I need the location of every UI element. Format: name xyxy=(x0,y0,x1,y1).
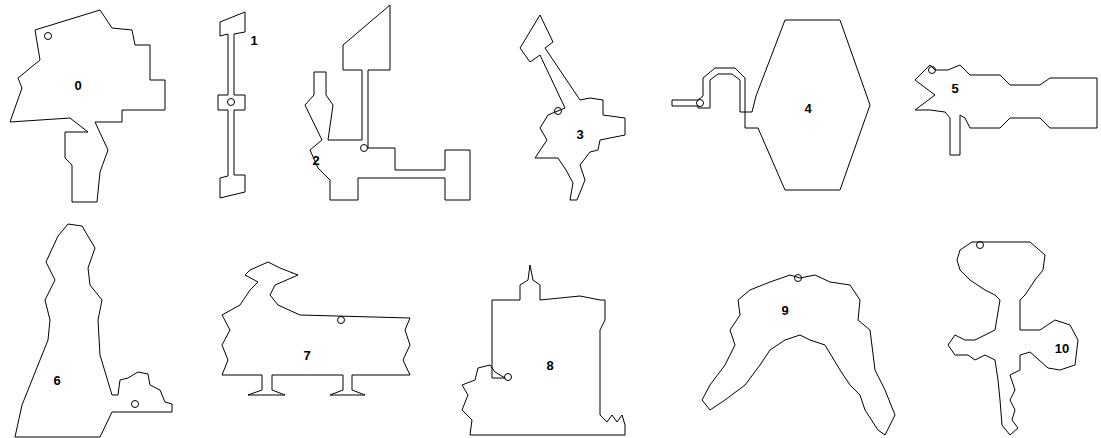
shape-polygon xyxy=(702,275,895,435)
shape-number: 9 xyxy=(781,304,788,317)
start-marker xyxy=(977,242,984,249)
shape-number: 2 xyxy=(312,154,319,167)
shape-outline: 3 xyxy=(512,12,628,203)
shape-outline: 10 xyxy=(943,238,1081,438)
shape-number: 7 xyxy=(303,349,310,362)
shape-number: 1 xyxy=(250,34,257,47)
shape-polygon xyxy=(948,242,1078,435)
shape-number: 8 xyxy=(546,359,553,372)
shape-outline: 1 xyxy=(214,8,264,200)
shape-outline-svg xyxy=(300,3,473,203)
shape-number: 6 xyxy=(53,374,60,387)
start-marker xyxy=(361,145,368,152)
shape-number: 4 xyxy=(804,102,811,115)
start-marker xyxy=(555,108,562,115)
shape-outline: 5 xyxy=(912,62,1100,158)
shape-polygon xyxy=(305,5,470,200)
shape-outline-svg xyxy=(3,8,169,204)
shape-polygon xyxy=(915,65,1097,155)
start-marker xyxy=(338,317,345,324)
shape-polygon xyxy=(218,12,245,198)
shape-outline-svg xyxy=(943,238,1081,438)
shape-number: 5 xyxy=(951,82,958,95)
shape-outline-svg xyxy=(512,12,628,203)
start-marker xyxy=(132,401,139,408)
shape-outline: 4 xyxy=(668,16,873,193)
shape-outline: 6 xyxy=(3,220,175,438)
shape-polygon xyxy=(10,10,165,202)
shape-number: 0 xyxy=(74,79,81,92)
start-marker xyxy=(228,99,235,106)
shape-polygon xyxy=(672,20,870,190)
start-marker xyxy=(505,374,512,381)
shape-polygon xyxy=(462,265,625,435)
shape-outline: 0 xyxy=(3,8,169,204)
shape-outline: 8 xyxy=(456,262,628,437)
shape-number: 10 xyxy=(1055,342,1069,355)
shape-outline-svg xyxy=(218,258,414,398)
start-marker xyxy=(929,67,936,74)
shape-outline-svg xyxy=(912,62,1100,158)
shape-outline: 2 xyxy=(300,3,473,203)
shape-polygon xyxy=(520,15,625,200)
shape-polygon xyxy=(222,262,410,395)
shape-outline-svg xyxy=(668,16,873,193)
shape-outline: 9 xyxy=(698,270,898,438)
shape-outline-svg xyxy=(3,220,175,438)
shape-number: 3 xyxy=(576,128,583,141)
shape-outline: 7 xyxy=(218,258,414,398)
start-marker xyxy=(795,275,802,282)
shape-polygon xyxy=(15,224,172,437)
start-marker xyxy=(697,100,704,107)
shape-outline-svg xyxy=(698,270,898,438)
start-marker xyxy=(45,33,52,40)
shape-outline-svg xyxy=(456,262,628,437)
